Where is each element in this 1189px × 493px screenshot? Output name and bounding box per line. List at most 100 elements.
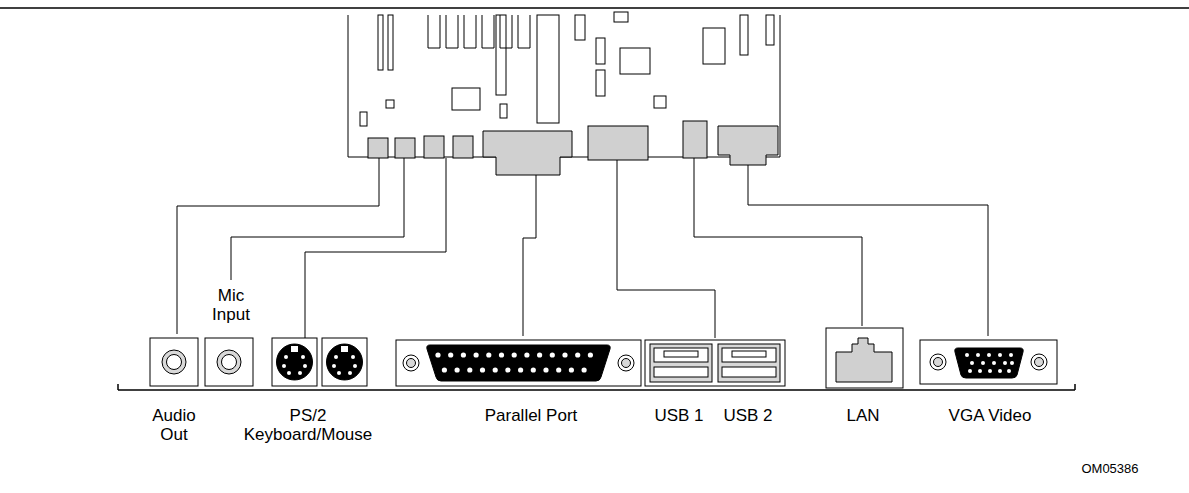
board-outline-part [388,15,393,70]
parallel-port-part [407,359,416,368]
leader-line-part [231,158,404,280]
leader-line-part [523,175,536,336]
board-outline-part [452,88,480,110]
leader-line-part [177,158,379,334]
ps2-port [272,338,367,386]
board-outline-part [482,15,494,48]
parallel-port-part-part [499,352,504,357]
audio-jack-part [150,338,198,386]
board-outline-part [575,15,585,40]
parallel-port-part-part [442,367,447,372]
parallel-port-part-part [461,352,466,357]
vga-port-part [1035,358,1044,367]
vga-port-part-part [1010,361,1014,365]
top-rule [0,7,1189,9]
parallel-port-part [396,340,641,386]
port-label: Parallel Port [485,406,578,425]
usb-port-part [654,348,708,362]
port-label: LAN [846,406,879,425]
lan-port-part [826,328,903,388]
panel-base-part [1074,384,1076,390]
ps2-port-part [303,364,307,368]
leader-line [177,158,988,340]
board-connectors-part [395,138,415,158]
board-outline-part [386,100,394,108]
vga-port-part-part [1007,369,1011,373]
parallel-port-part-part [518,367,523,372]
board-connectors [368,121,778,175]
audio-jack [150,338,253,386]
lan-port-part [836,338,892,382]
parallel-port-part-part [537,352,542,357]
parallel-port-part-part [474,352,479,357]
usb-port [645,340,785,386]
parallel-port-part-part [575,352,580,357]
ps2-port-part [298,371,302,375]
ps2-port-part [291,346,298,352]
vga-port-part [955,348,1023,378]
ps2-port-part [272,338,317,386]
vga-port-part-part [988,369,992,373]
parallel-port-part-part [486,352,491,357]
parallel-port-part-part [569,367,574,372]
vga-port-part [930,354,946,370]
ps2-port-part [353,364,357,368]
board-outline-part [703,28,725,64]
usb-port-part [732,351,766,357]
parallel-port-part-part [467,367,472,372]
ps2-port-part [351,355,355,359]
board-outline-part [446,15,458,48]
vga-port-part-part [968,369,972,373]
ps2-port-part [337,371,341,375]
ps2-port-part [327,344,363,380]
board-outline-part [500,104,507,118]
parallel-port-part-part [531,367,536,372]
board-outline-part [428,15,440,48]
audio-jack-part [162,350,186,374]
parallel-port-part-part [524,352,529,357]
parallel-port-part [427,345,610,381]
vga-port-part [965,353,1014,373]
board-outline-part [620,48,650,74]
parallel-port-part-part [512,352,517,357]
parallel-port-part [622,359,631,368]
vga-port-part-part [970,361,974,365]
parallel-port-part-part [480,367,485,372]
ps2-port-part [284,355,288,359]
audio-jack-part [205,338,253,386]
parallel-port-part-part [582,367,587,372]
vga-port [920,340,1057,384]
vga-port-part-part [998,353,1002,357]
panel-base-part [117,384,119,390]
board-outline-part [537,15,559,123]
vga-port-part-part [1003,361,1007,365]
vga-port-part-part [978,369,982,373]
parallel-port-part-part [448,352,453,357]
ps2-port-part [277,344,313,380]
usb-port-part [722,348,776,362]
vga-port-part-part [1009,353,1013,357]
vga-port-part [934,358,943,367]
lan-port [826,328,903,388]
board-connectors-part [368,138,388,158]
ps2-port-part [341,346,348,352]
board-connectors-part [588,126,648,160]
port-label: Audio Out [143,406,205,444]
usb-port-part [722,367,776,377]
usb-port-part [645,340,785,386]
top-rule-part [0,7,1189,9]
figure-code: OM05386 [1081,462,1138,477]
parallel-port-part-part [455,367,460,372]
vga-port-part-part [992,361,996,365]
audio-jack-part [167,355,182,370]
port-label: PS/2 Keyboard/Mouse [233,406,383,444]
parallel-port [396,340,641,386]
parallel-port-part-part [505,367,510,372]
board-outline-part [766,15,774,45]
board-outline-part [464,15,476,48]
leader-line-part [305,158,446,340]
parallel-port-part [618,355,634,371]
ps2-port-part [332,364,336,368]
board-connectors-part [683,121,707,158]
